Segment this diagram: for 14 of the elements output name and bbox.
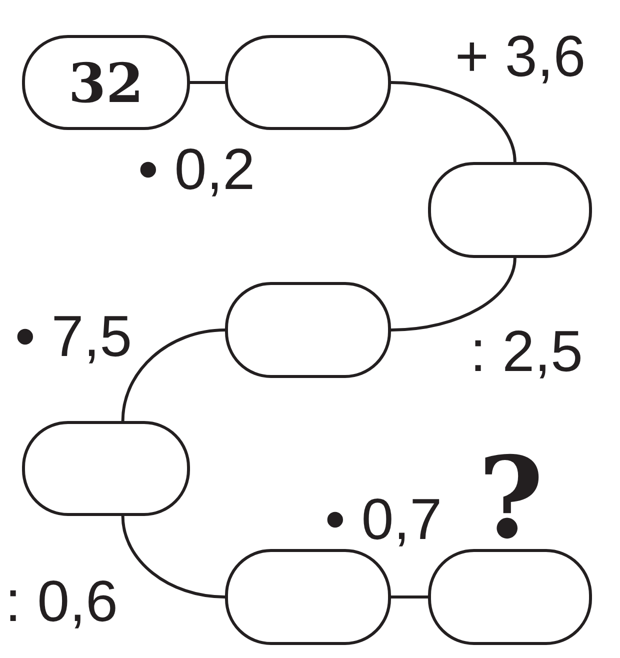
operation-label: : 0,6 xyxy=(5,576,118,628)
start-number: 32 xyxy=(68,56,144,110)
connector-line xyxy=(391,596,428,598)
connector-line xyxy=(390,258,516,332)
question-mark: ? xyxy=(478,451,544,546)
operation-label: • 7,5 xyxy=(15,311,132,364)
operation-label: + 3,6 xyxy=(455,31,586,84)
operation-label: • 0,2 xyxy=(138,144,256,196)
connector-line xyxy=(121,328,226,422)
operation-label: : 2,5 xyxy=(470,326,583,378)
connector-line xyxy=(121,516,226,598)
connector-line xyxy=(190,81,225,84)
operation-label: • 0,7 xyxy=(325,494,442,546)
connector-line xyxy=(390,81,516,162)
